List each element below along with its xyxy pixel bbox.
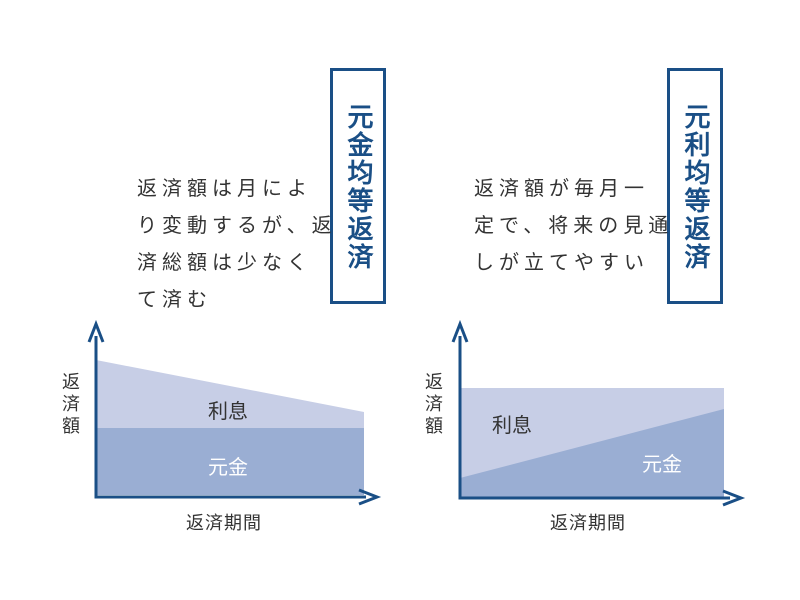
panel-title: 元金均等返済 [343, 103, 373, 271]
description-line: 済総額は少なく [137, 250, 312, 274]
description-line: 定で、将来の見通 [474, 213, 674, 237]
principal-label: 元金 [208, 455, 248, 479]
description-line: り変動するが、返 [137, 213, 337, 237]
y-axis-label: 返 済 額 [425, 372, 443, 437]
panel-title: 元利均等返済 [680, 103, 710, 271]
x-axis-label: 返済期間 [186, 513, 262, 534]
description-line: 返済額は月によ [137, 176, 312, 200]
chart-equal-payment: 利息 元金 [451, 319, 746, 507]
description: 返済額は月によ り変動するが、返 済総額は少なく て済む [137, 170, 337, 318]
chart-equal-principal: 利息 元金 [87, 319, 382, 506]
panel-equal-payment: 元利均等返済 返済額が毎月一 定で、将来の見通 しが立てやすい 利息 元金 返 … [400, 0, 800, 600]
description-line: しが立てやすい [474, 250, 649, 274]
description-line: て済む [137, 287, 212, 311]
description-line: 返済額が毎月一 [474, 176, 649, 200]
y-axis-arrowhead [87, 319, 105, 343]
y-axis-label: 返 済 額 [62, 372, 80, 437]
description: 返済額が毎月一 定で、将来の見通 しが立てやすい [474, 170, 673, 281]
title-box: 元利均等返済 [667, 68, 723, 304]
panel-equal-principal: 元金均等返済 返済額は月によ り変動するが、返 済総額は少なく て済む 利息 元… [62, 68, 386, 534]
y-axis-arrowhead [451, 319, 469, 343]
principal-label: 元金 [642, 452, 682, 476]
principal-area [96, 428, 364, 495]
axes [458, 336, 730, 500]
x-axis-arrowhead [722, 489, 746, 507]
title-box: 元金均等返済 [330, 68, 386, 304]
principal-area [460, 409, 724, 498]
interest-label: 利息 [208, 399, 248, 423]
interest-label: 利息 [492, 413, 532, 437]
axes [94, 336, 366, 499]
x-axis-label: 返済期間 [550, 513, 626, 534]
x-axis-arrowhead [358, 488, 382, 506]
